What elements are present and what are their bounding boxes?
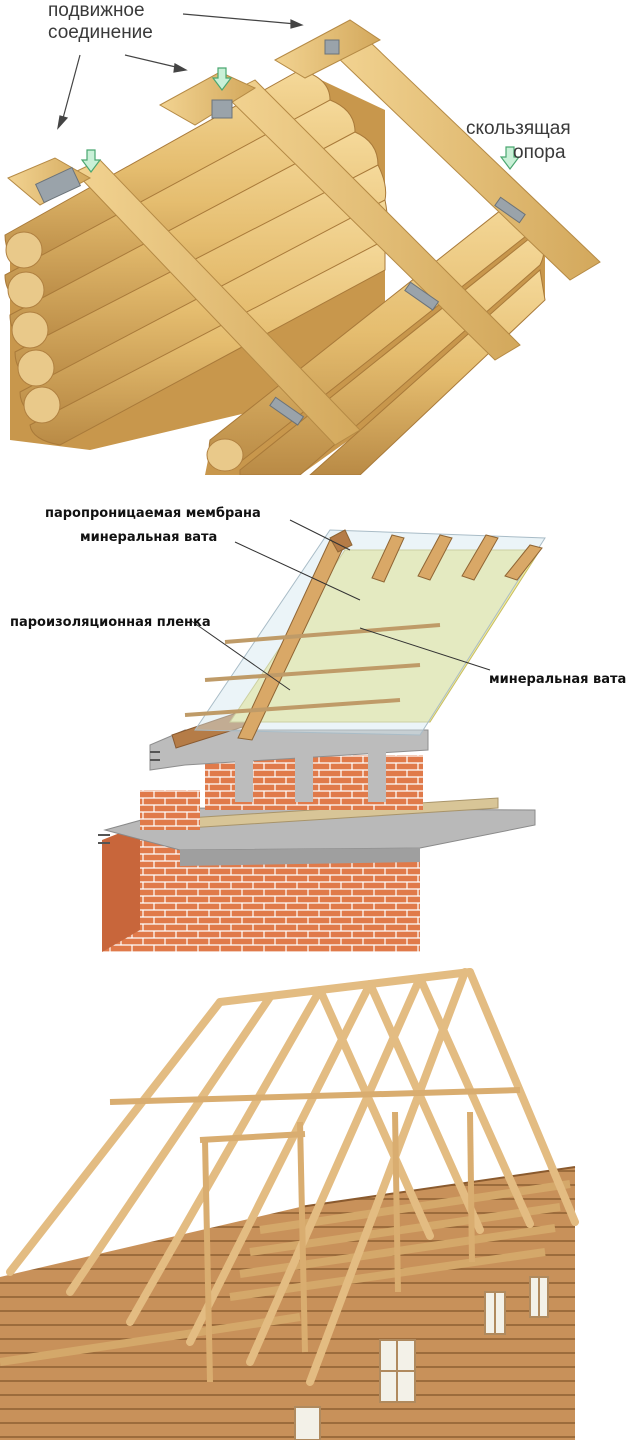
log-rafter-connection-panel: подвижное соединение скользящая опора [0, 0, 644, 475]
label-movable-joint-line1: подвижное [48, 0, 145, 21]
roof-frame-illustration [0, 968, 579, 1440]
label-movable-joint-line2: соединение [48, 22, 153, 43]
down-arrow-markers [80, 67, 521, 173]
insulation-cross-section [98, 519, 546, 952]
house-windows [294, 1276, 549, 1440]
roof-frame-panel [0, 962, 644, 1440]
rebar-ends [98, 751, 160, 844]
label-sliding-support-line1: скользящая [466, 118, 571, 139]
label-vapor-barrier-film: пароизоляционная пленка [10, 615, 211, 630]
roof-insulation-section-panel: паропроницаемая мембрана минеральная ват… [0, 490, 644, 960]
roof-rafters [6, 968, 579, 1386]
log-rafter-illustration [4, 13, 601, 475]
annotation-arrows [57, 13, 304, 130]
label-vapor-permeable-membrane: паропроницаемая мембрана [45, 506, 261, 521]
leader-lines [189, 519, 491, 691]
battens [184, 623, 441, 717]
rafters-section [237, 529, 543, 741]
label-mineral-wool-top: минеральная вата [80, 530, 218, 545]
metal-brackets [34, 39, 526, 426]
left-log-wall [4, 69, 388, 450]
label-sliding-support-line2: опора [513, 142, 566, 163]
collar-ties [109, 1087, 521, 1383]
concrete-band [149, 729, 429, 802]
label-mineral-wool-right: минеральная вата [489, 672, 627, 687]
